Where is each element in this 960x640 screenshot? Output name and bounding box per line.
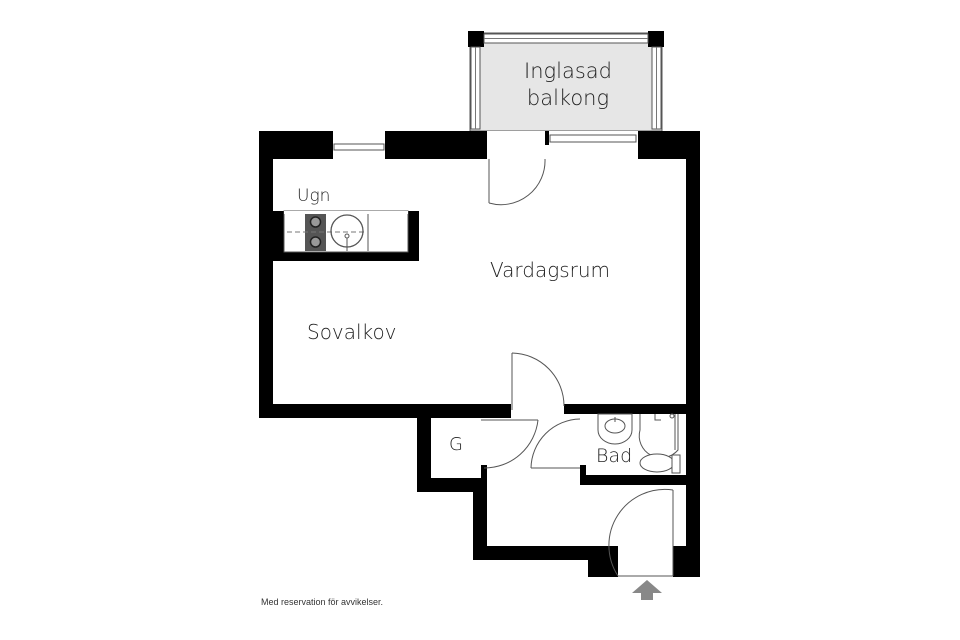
entrance-door xyxy=(608,488,674,577)
bath-door xyxy=(530,418,581,469)
room-label-sovalkov: Sovalkov xyxy=(307,320,397,344)
room-label-bad: Bad xyxy=(596,445,633,467)
bath-fixtures xyxy=(597,413,681,474)
closet-door xyxy=(481,419,539,469)
hall-door xyxy=(511,352,565,418)
walls xyxy=(259,131,700,577)
room-label-ugn: Ugn xyxy=(297,186,331,206)
balcony-door xyxy=(487,131,546,206)
kitchen-counter xyxy=(273,210,419,261)
window-top-right xyxy=(549,131,638,145)
arrow-up-icon xyxy=(632,580,662,600)
room-label-balkong-line1: Inglasad xyxy=(524,59,612,83)
room-label-balkong-line2: balkong xyxy=(526,86,610,110)
glazed-balcony xyxy=(468,31,664,132)
window-top-left xyxy=(333,131,385,159)
disclaimer-text: Med reservation för avvikelser. xyxy=(261,597,384,607)
room-label-balkong: Inglasad balkong xyxy=(508,58,628,112)
room-label-garderob: G xyxy=(449,434,463,455)
room-label-vardagsrum: Vardagsrum xyxy=(490,258,611,282)
